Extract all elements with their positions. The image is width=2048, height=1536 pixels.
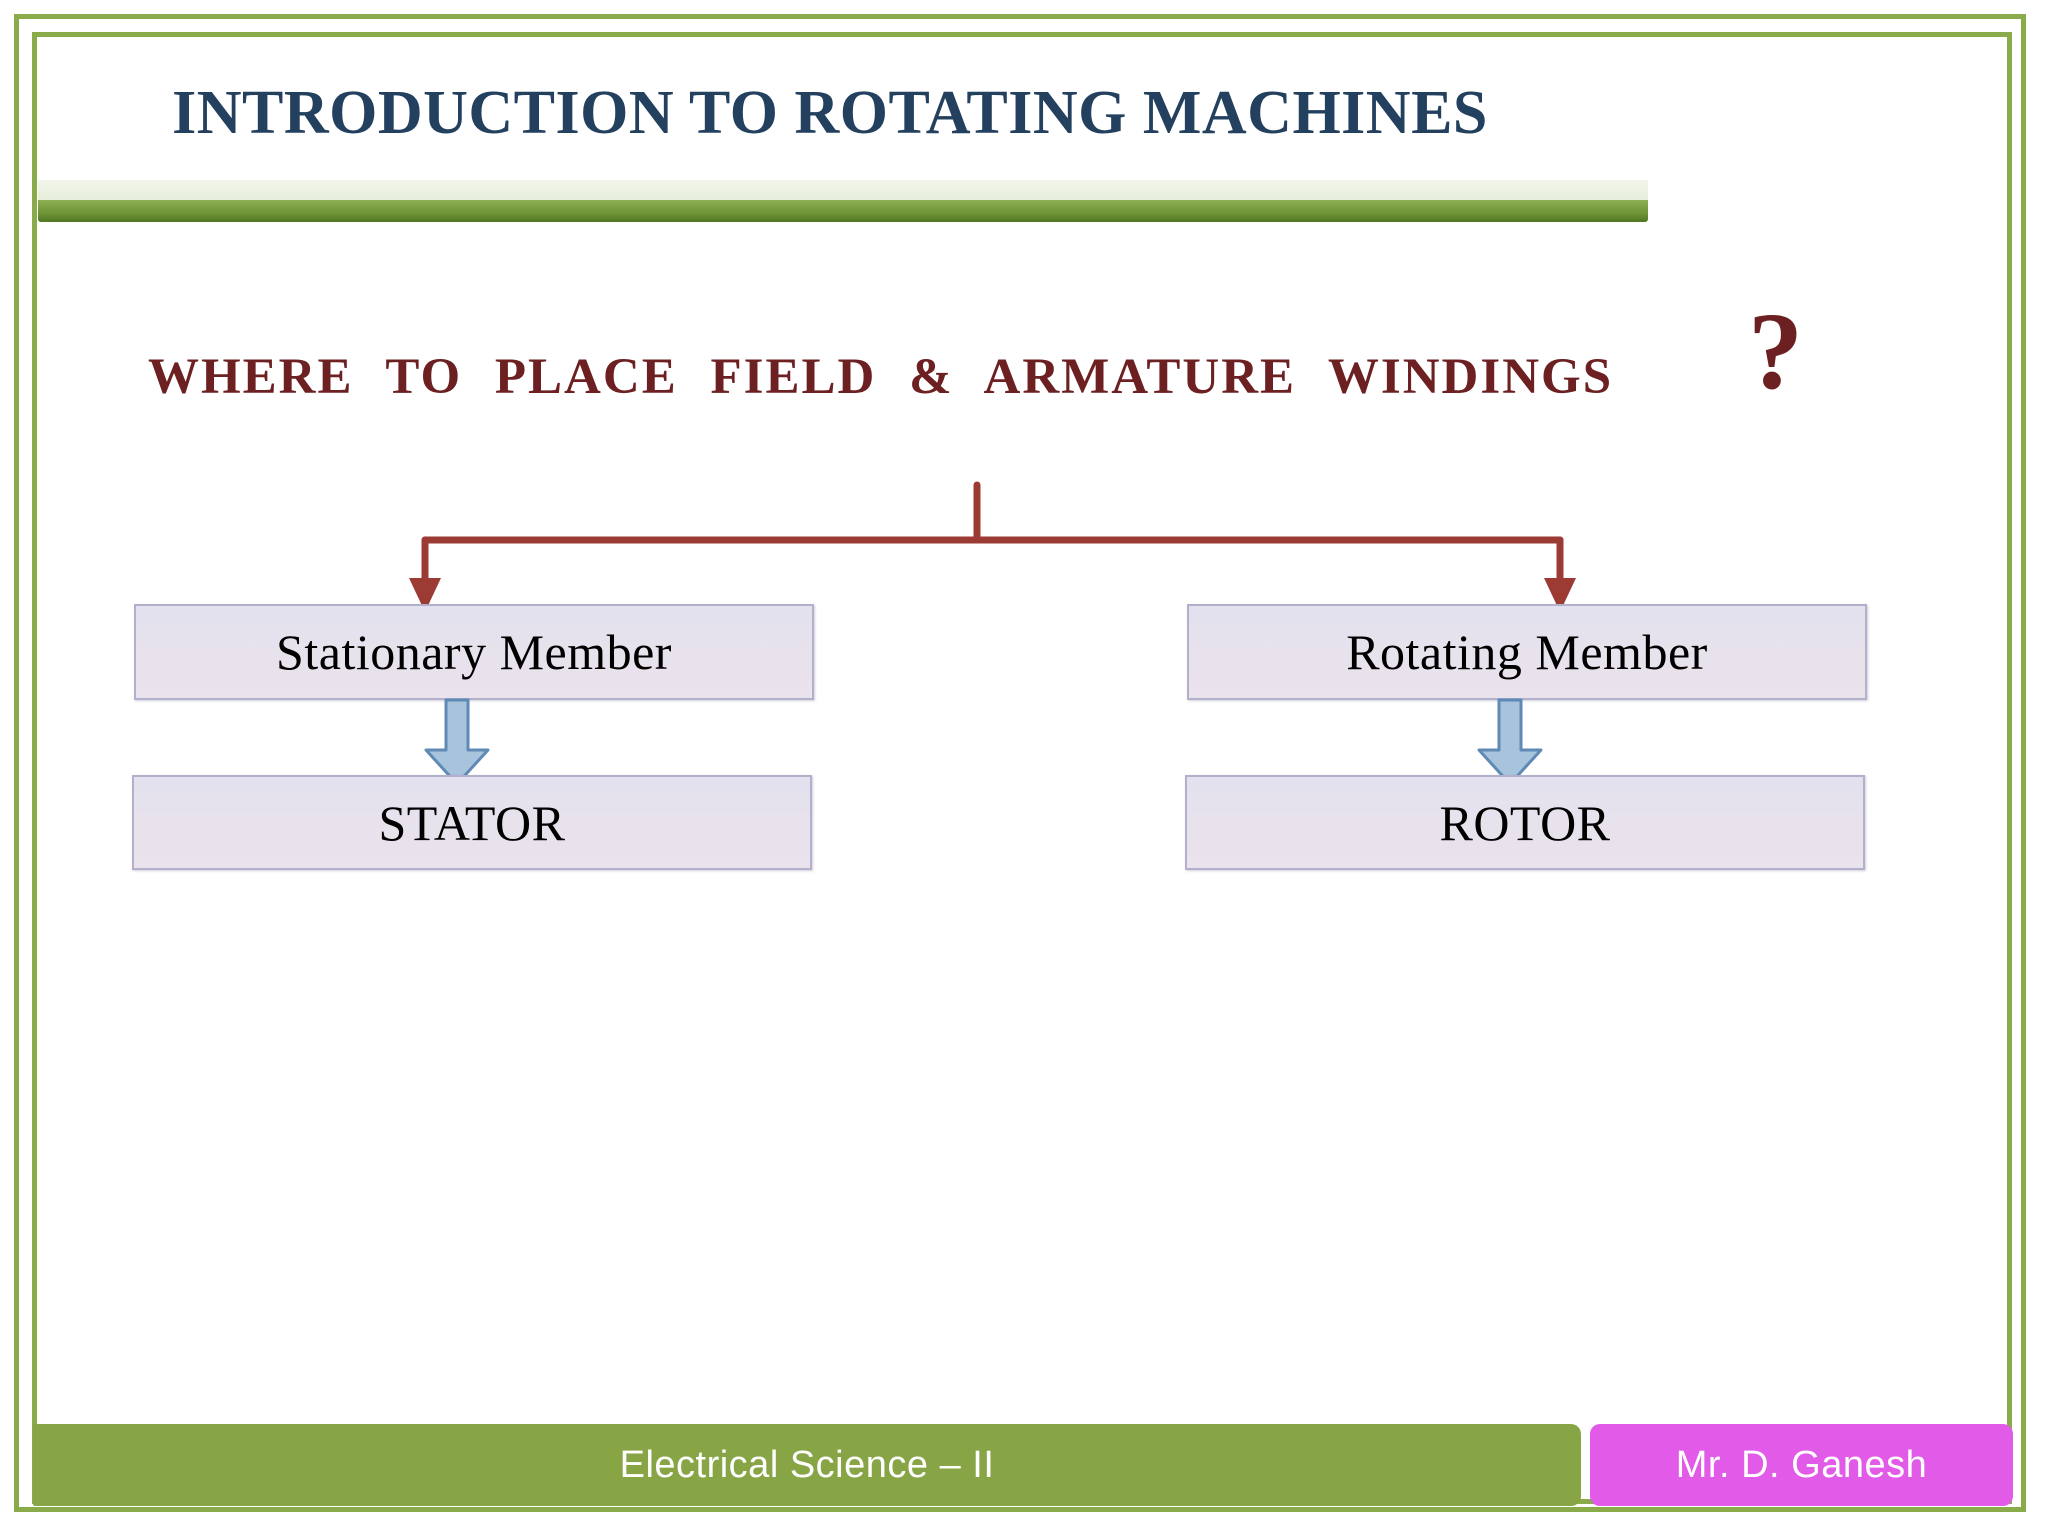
title-underline-accent	[38, 200, 1648, 222]
footer-course-bar: Electrical Science – II	[33, 1424, 1581, 1506]
arrowhead-right	[1544, 578, 1576, 612]
arrowhead-left	[409, 578, 441, 612]
subtitle-question: WHERE TO PLACE FIELD & ARMATURE WINDINGS	[148, 349, 1614, 405]
box-rotor[interactable]: ROTOR	[1185, 775, 1865, 870]
box-stator[interactable]: STATOR	[132, 775, 812, 870]
footer-course-label: Electrical Science – II	[619, 1443, 995, 1486]
slide-title: INTRODUCTION TO ROTATING MACHINES	[172, 79, 1488, 147]
box-rotor-label: ROTOR	[1439, 794, 1611, 851]
box-rotating-member[interactable]: Rotating Member	[1187, 604, 1867, 700]
box-stationary-member-label: Stationary Member	[276, 624, 672, 680]
down-arrow-icon-stator	[424, 698, 490, 786]
box-stator-label: STATOR	[378, 794, 566, 851]
slide-frame-outer	[14, 14, 2026, 1512]
footer-presenter-label: Mr. D. Ganesh	[1675, 1443, 1928, 1486]
title-underline-bar	[38, 180, 1648, 222]
footer-presenter-badge: Mr. D. Ganesh	[1590, 1424, 2013, 1506]
box-stationary-member[interactable]: Stationary Member	[134, 604, 814, 700]
title-underline-highlight	[38, 180, 1648, 200]
down-arrow-icon-rotor	[1477, 698, 1543, 786]
bracket-connector	[409, 481, 1576, 612]
question-mark-glyph: ?	[1748, 290, 1803, 412]
box-rotating-member-label: Rotating Member	[1346, 624, 1708, 680]
slide-frame-inner	[32, 32, 2012, 1504]
